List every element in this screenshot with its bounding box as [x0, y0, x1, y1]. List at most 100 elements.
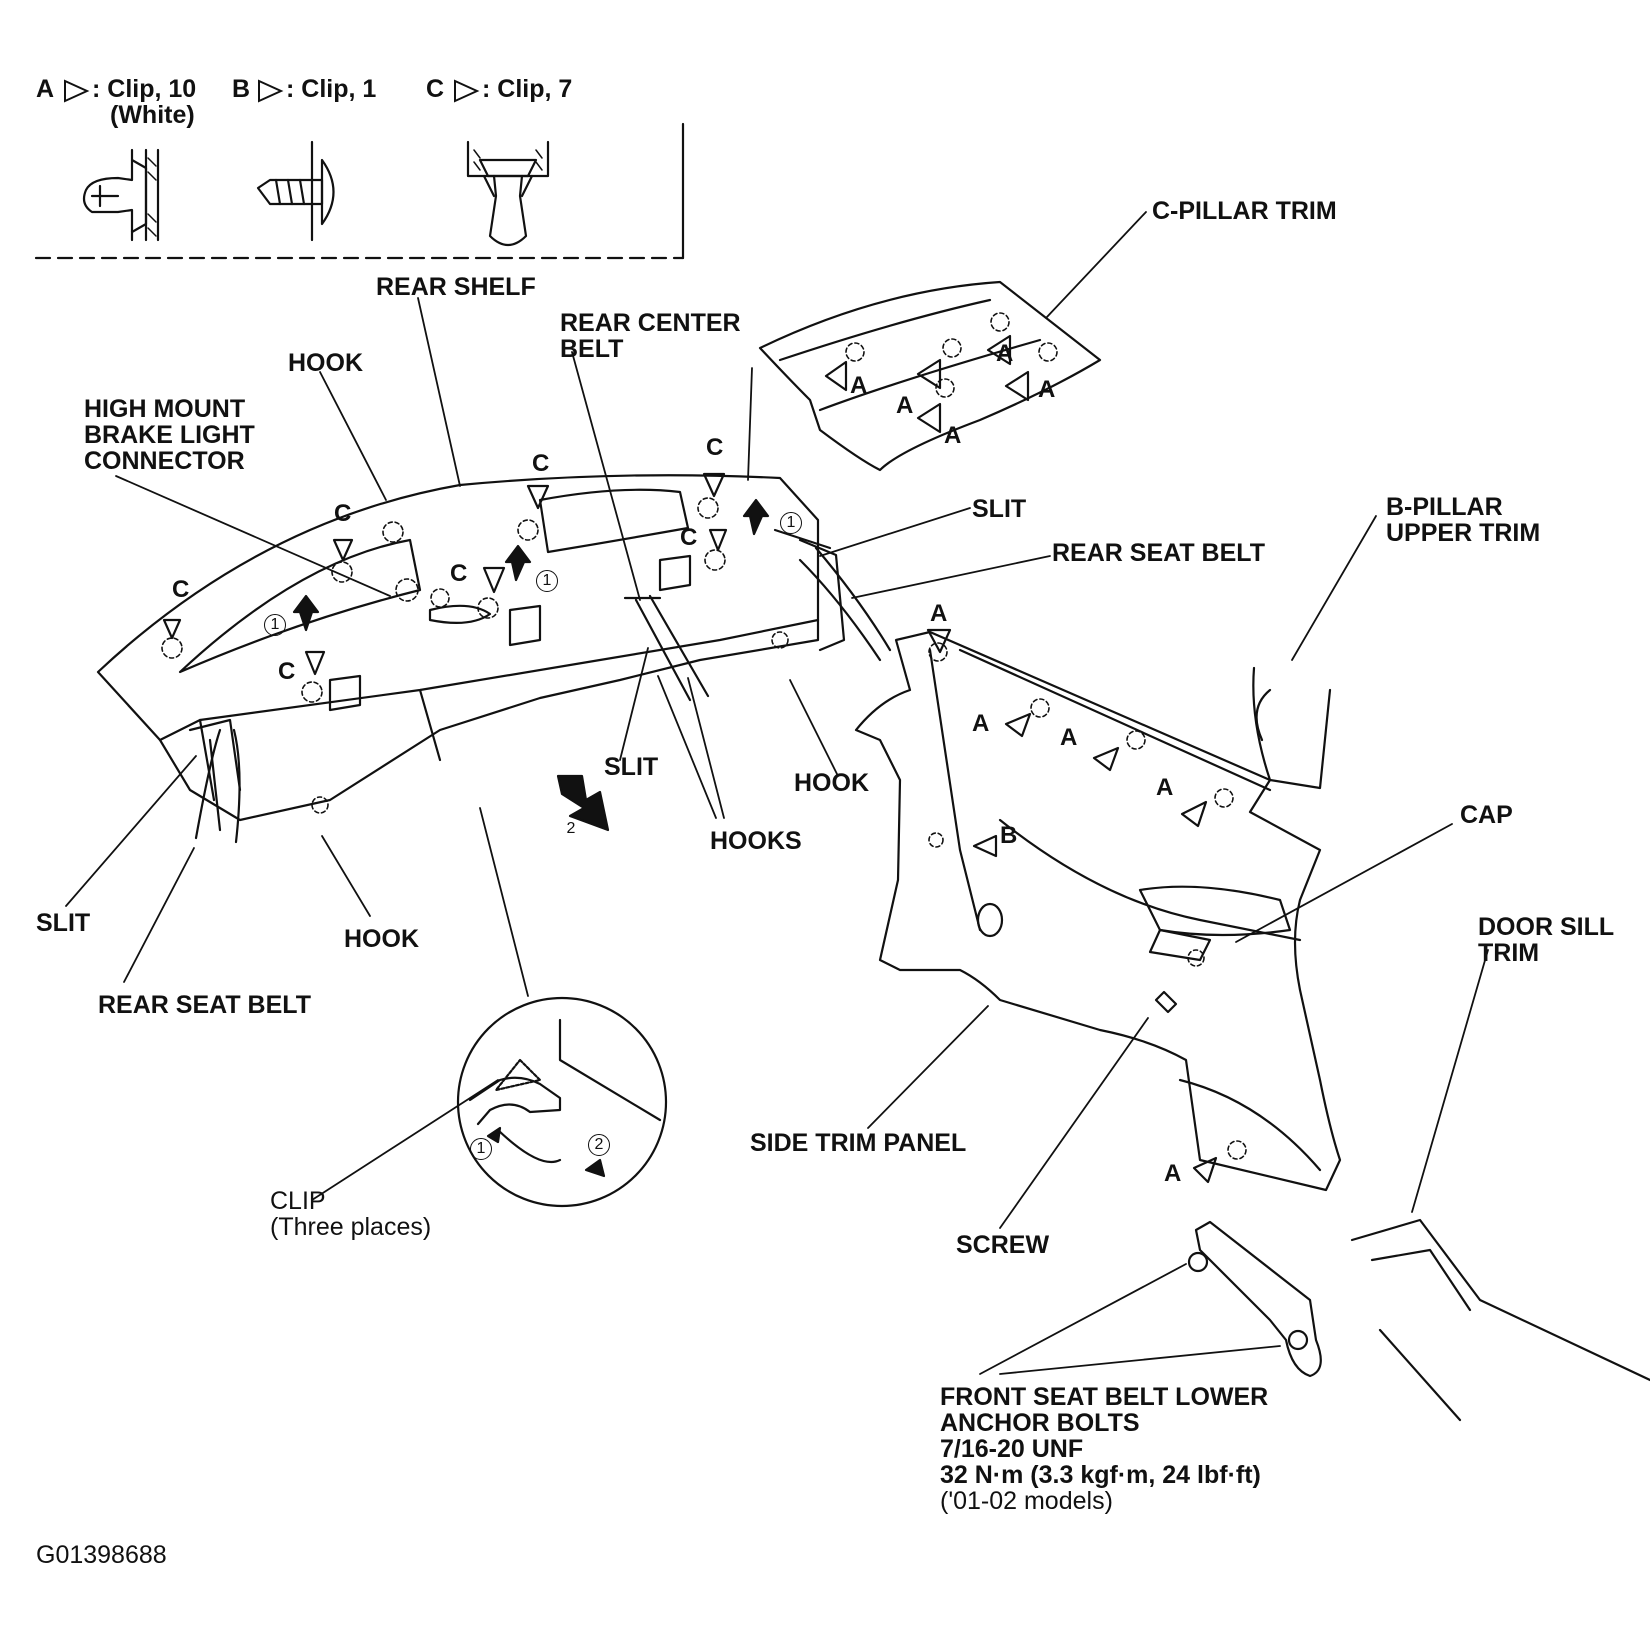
label-clip-sub: (Three places): [270, 1213, 432, 1241]
shelf-speaker-opening-left: [178, 538, 422, 674]
callout-c-5: C: [278, 658, 296, 685]
label-door-sill-2: TRIM: [1478, 939, 1540, 967]
clip-c-illustration: [466, 140, 550, 247]
b-pillar-upper-trim-outline: [1252, 666, 1332, 790]
legend-a-triangle: [64, 79, 90, 103]
label-b-pillar-1: B-PILLAR: [1386, 493, 1503, 521]
shelf-clip-markers: [161, 497, 789, 814]
shelf-speaker-opening-right: [538, 488, 690, 554]
leader-c-pillar: [1045, 211, 1147, 319]
callout-a-7: A: [972, 710, 990, 737]
detail-step2-arrow: [584, 1158, 606, 1178]
step-1-marker-a: 1: [264, 614, 286, 636]
clip-b-illustration: [256, 140, 335, 242]
leader-c-pillar-clip: [747, 367, 753, 481]
callout-c-3: C: [532, 450, 550, 477]
leader-rear-center-belt: [571, 351, 641, 601]
label-c-pillar-trim: C-PILLAR TRIM: [1152, 197, 1337, 225]
screw-head: [1154, 990, 1178, 1014]
label-hook-bottom: HOOK: [344, 925, 419, 953]
legend-c-text: : Clip, 7: [482, 75, 573, 103]
shelf-slide-arrow: [556, 774, 610, 832]
detail-step1-arrow: [486, 1126, 502, 1144]
callout-a-10: A: [1164, 1160, 1182, 1187]
label-screw: SCREW: [956, 1231, 1050, 1259]
callout-c-6: C: [450, 560, 468, 587]
leader-detail-circle: [479, 807, 529, 997]
leader-hooks: [657, 675, 725, 819]
label-rear-center-belt-2: BELT: [560, 335, 624, 363]
callout-a-6: A: [930, 600, 948, 627]
leader-clip: [311, 1079, 499, 1201]
legend-a-key: A: [36, 75, 55, 103]
label-rear-center-belt-1: REAR CENTER: [560, 309, 741, 337]
rear-seat-belt-right-strap: [798, 546, 892, 662]
step-2-marker: 2: [566, 820, 576, 837]
callout-c-4: C: [706, 434, 724, 461]
leader-rear-seat-belt-right: [851, 555, 1051, 599]
callout-a-3: A: [896, 392, 914, 419]
leader-hook-top: [319, 371, 387, 501]
detail-circle-contents: [468, 1018, 662, 1164]
label-anchor-5: ('01-02 models): [940, 1487, 1113, 1515]
leader-slit-center: [619, 647, 649, 761]
label-hook-top: HOOK: [288, 349, 363, 377]
label-brake-light-3: CONNECTOR: [84, 447, 245, 475]
legend-c-key: C: [426, 75, 445, 103]
detail-circle: [456, 996, 668, 1208]
detail-step-1-marker: 1: [470, 1138, 492, 1160]
c-pillar-trim-outline: [758, 280, 1102, 472]
label-side-trim-panel: SIDE TRIM PANEL: [750, 1129, 967, 1157]
leader-rear-seat-belt-left: [123, 847, 195, 983]
side-trim-panel-outline: [854, 630, 1342, 1192]
door-sill-trim-outline: [1350, 1218, 1650, 1422]
callout-a-5: A: [944, 422, 962, 449]
callout-c-2: C: [334, 500, 352, 527]
legend-c-triangle: [454, 79, 480, 103]
callout-c-1: C: [172, 576, 190, 603]
rear-seat-belt-left-strap: [194, 728, 241, 844]
step-1-marker-b: 1: [536, 570, 558, 592]
shelf-c-triangles: [162, 472, 728, 676]
legend-b-key: B: [232, 75, 251, 103]
label-rear-shelf: REAR SHELF: [376, 273, 536, 301]
leader-hook-bottom: [321, 835, 371, 917]
leader-lines: [65, 211, 1489, 1375]
side-panel-clip-markers: [928, 642, 1247, 1160]
label-door-sill-1: DOOR SILL: [1478, 913, 1615, 941]
legend-b-text: : Clip, 1: [286, 75, 377, 103]
side-panel-b-triangle: [972, 834, 998, 858]
label-anchor-4: 32 N·m (3.3 kgf·m, 24 lbf·ft): [940, 1461, 1261, 1489]
figure-id: G01398688: [36, 1541, 167, 1569]
leader-anchor-bolts: [979, 1263, 1281, 1375]
side-panel-a-triangles: [926, 628, 1218, 1184]
leader-slit-left: [65, 755, 197, 907]
leader-hook-right: [789, 679, 839, 777]
seat-belt-anchor-bracket: [1187, 1220, 1322, 1378]
label-anchor-3: 7/16-20 UNF: [940, 1435, 1084, 1463]
label-rear-seat-belt-right: REAR SEAT BELT: [1052, 539, 1265, 567]
label-anchor-1: FRONT SEAT BELT LOWER: [940, 1383, 1269, 1411]
label-cap: CAP: [1460, 801, 1513, 829]
label-slit-right: SLIT: [972, 495, 1027, 523]
detail-step-2-marker: 2: [588, 1134, 610, 1156]
leader-brake-light: [115, 475, 391, 597]
label-hook-right: HOOK: [794, 769, 869, 797]
leader-cap: [1235, 823, 1453, 943]
legend-a-sub: (White): [110, 101, 195, 129]
callout-a-9: A: [1156, 774, 1174, 801]
shelf-removal-arrows: [292, 498, 770, 632]
rear-shelf-outline: [96, 474, 846, 832]
c-pillar-a-triangles: [824, 334, 1030, 434]
label-anchor-2: ANCHOR BOLTS: [940, 1409, 1140, 1437]
label-brake-light-1: HIGH MOUNT: [84, 395, 246, 423]
callout-a-1: A: [850, 372, 868, 399]
label-rear-seat-belt-left: REAR SEAT BELT: [98, 991, 311, 1019]
label-hooks: HOOKS: [710, 827, 802, 855]
clip-a-illustration: [82, 148, 160, 242]
step-1-marker-c: 1: [780, 512, 802, 534]
callout-b-1: B: [1000, 822, 1018, 849]
label-slit-center: SLIT: [604, 753, 659, 781]
